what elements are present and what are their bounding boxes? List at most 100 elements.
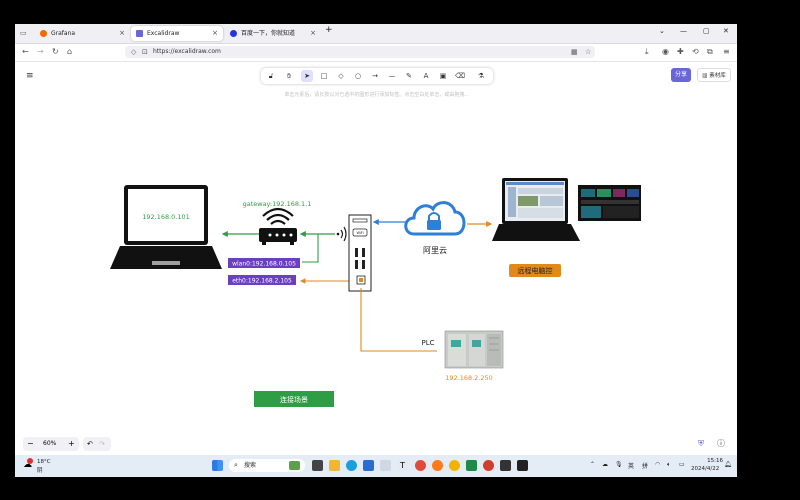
remote-control-label: 远程电脑控 xyxy=(518,266,553,275)
history-controls: ↶ ↷ xyxy=(83,437,111,451)
address-bar[interactable]: ◇ ⊡ https://excalidraw.com ▦ ☆ xyxy=(125,46,595,58)
zoom-in-button[interactable]: + xyxy=(68,437,75,451)
extensions-icon[interactable]: ✚ xyxy=(677,47,684,57)
shield-icon[interactable]: ◇ xyxy=(131,47,136,57)
weather-widget[interactable]: ☁ 18°C 阴 xyxy=(23,458,63,474)
menu-icon[interactable]: ≡ xyxy=(723,47,730,57)
wifi-icon[interactable]: ◠ xyxy=(655,461,660,468)
speaker-icon[interactable]: 🔈︎ xyxy=(667,461,671,469)
bookmark-star-icon[interactable]: ☆ xyxy=(585,47,591,57)
cloud-label: 阿里云 xyxy=(423,246,447,255)
store-icon[interactable] xyxy=(363,460,374,471)
tab-label: Excalidraw xyxy=(147,26,179,41)
plc-ip-label: 192.168.2.250 xyxy=(445,374,493,382)
weather-temperature: 18°C xyxy=(37,459,51,465)
tab-label: 百度一下，你就知道 xyxy=(241,26,295,41)
network-diagram: 192.168.0.101 gateway:192.168.1.1 wlan0:… xyxy=(15,62,737,477)
search-highlight-icon xyxy=(289,461,300,470)
eth0-label: eth0:192.168.2.105 xyxy=(232,278,292,285)
close-icon[interactable]: × xyxy=(119,26,125,41)
history-back-icon[interactable]: ⟲ xyxy=(692,47,699,57)
puzzle-icon[interactable]: ⧉ xyxy=(707,47,713,57)
grafana-icon xyxy=(40,30,47,37)
gateway-label: gateway:192.168.1.1 xyxy=(243,200,312,208)
ime-language[interactable]: 英 xyxy=(628,461,634,470)
app-icon-red[interactable] xyxy=(483,460,494,471)
start-windows-icon[interactable] xyxy=(212,460,223,471)
clock-time[interactable]: 15:16 xyxy=(697,458,723,464)
cloud-lock-icon xyxy=(406,203,464,234)
explorer-app-icon[interactable] xyxy=(380,460,391,471)
tray-overflow-icon[interactable]: ⌃ xyxy=(590,461,595,468)
taskbar-search[interactable]: ⌕ 搜索 xyxy=(229,459,305,472)
shield-check-icon[interactable]: ⛨ xyxy=(698,439,704,449)
zoom-controls: − 60% + xyxy=(23,437,79,451)
wlan-connector-line xyxy=(302,234,318,262)
url-text: https://excalidraw.com xyxy=(153,47,221,57)
close-icon[interactable]: × xyxy=(310,26,316,41)
downloads-icon[interactable]: ⤓ xyxy=(645,47,649,57)
account-icon[interactable]: ◉ xyxy=(662,47,669,57)
help-icon[interactable]: ⓘ xyxy=(717,438,725,449)
task-view-icon[interactable] xyxy=(312,460,323,471)
maximize-button[interactable]: ▢ xyxy=(703,27,710,35)
app-icon-dark[interactable] xyxy=(500,460,511,471)
browser-window: ▭ Grafana × Excalidraw × 百度一下，你就知道 × + ⌄… xyxy=(15,24,737,477)
reader-view-icon[interactable]: ▦ xyxy=(571,47,578,57)
search-placeholder: 搜索 xyxy=(244,459,256,472)
tab-list-icon[interactable]: ⌄ xyxy=(659,27,665,35)
close-window-button[interactable]: ✕ xyxy=(723,27,729,35)
file-explorer-icon[interactable] xyxy=(329,460,340,471)
forward-icon[interactable]: → xyxy=(37,47,44,57)
router-icon xyxy=(259,209,297,245)
undo-icon[interactable]: ↶ xyxy=(87,437,93,451)
cloud-tray-icon[interactable]: ☁ xyxy=(602,461,608,468)
redo-icon[interactable]: ↷ xyxy=(99,437,105,451)
back-icon[interactable]: ← xyxy=(22,47,29,57)
reload-icon[interactable]: ↻ xyxy=(52,47,59,57)
tab-overview-icon[interactable]: ▭ xyxy=(20,28,27,38)
zoom-out-button[interactable]: − xyxy=(27,437,34,451)
firefox-icon[interactable] xyxy=(432,460,443,471)
baidu-icon xyxy=(230,30,237,37)
wifi-tag: WiFi xyxy=(356,231,363,235)
plc-device-icon xyxy=(445,331,503,368)
tab-grafana[interactable]: Grafana × xyxy=(35,26,130,41)
wifi-signal-icon xyxy=(337,227,346,241)
battery-icon[interactable]: ▭ xyxy=(679,461,685,468)
notifications-bell-icon[interactable]: 🔔︎ xyxy=(724,461,732,468)
app-icon-yellow[interactable] xyxy=(449,460,460,471)
minimize-button[interactable]: — xyxy=(680,27,687,35)
taskbar: ☁ 18°C 阴 ⌕ 搜索 T ⌃ ☁ 🎙︎ 英 拼 ◠ 🔈︎ ▭ 15:16 … xyxy=(15,455,737,477)
plc-label: PLC xyxy=(421,339,434,347)
close-icon[interactable]: × xyxy=(212,26,218,41)
typora-icon[interactable]: T xyxy=(397,460,408,471)
edge-browser-icon[interactable] xyxy=(346,460,357,471)
excalidraw-icon xyxy=(136,30,143,37)
zoom-level[interactable]: 60% xyxy=(43,437,56,451)
scene-button-label: 连接场景 xyxy=(280,395,308,404)
tab-strip: ▭ Grafana × Excalidraw × 百度一下，你就知道 × + ⌄… xyxy=(15,24,737,44)
laptop-icon xyxy=(110,185,222,269)
weather-description: 阴 xyxy=(37,466,43,474)
home-icon[interactable]: ⌂ xyxy=(67,47,72,57)
lock-icon[interactable]: ⊡ xyxy=(142,47,148,57)
terminal-icon[interactable] xyxy=(517,460,528,471)
tab-baidu[interactable]: 百度一下，你就知道 × xyxy=(225,26,321,41)
clock-date[interactable]: 2024/4/22 xyxy=(691,466,719,472)
remote-screenshot-thumbnail xyxy=(578,185,641,221)
laptop-ip-label: 192.168.0.101 xyxy=(142,213,190,221)
navigation-bar: ← → ↻ ⌂ ◇ ⊡ https://excalidraw.com ▦ ☆ ⤓… xyxy=(15,44,737,62)
excalidraw-canvas[interactable]: ≡ 🔓︎ ✋︎ ➤ □ ◇ ○ → — ✎ A ▣ ⌫ ⚗ 单击元素后，请长按以… xyxy=(15,62,737,477)
notification-badge xyxy=(27,458,33,464)
chrome-icon[interactable] xyxy=(415,460,426,471)
wlan0-label: wlan0:192.168.0.105 xyxy=(232,261,296,268)
ime-mode[interactable]: 拼 xyxy=(642,461,648,470)
new-tab-button[interactable]: + xyxy=(325,25,333,35)
excel-icon[interactable] xyxy=(466,460,477,471)
search-icon: ⌕ xyxy=(234,459,238,472)
mic-icon[interactable]: 🎙︎ xyxy=(615,461,623,468)
tab-excalidraw[interactable]: Excalidraw × xyxy=(131,26,223,41)
tab-label: Grafana xyxy=(51,26,75,41)
remote-laptop-icon xyxy=(492,178,580,241)
